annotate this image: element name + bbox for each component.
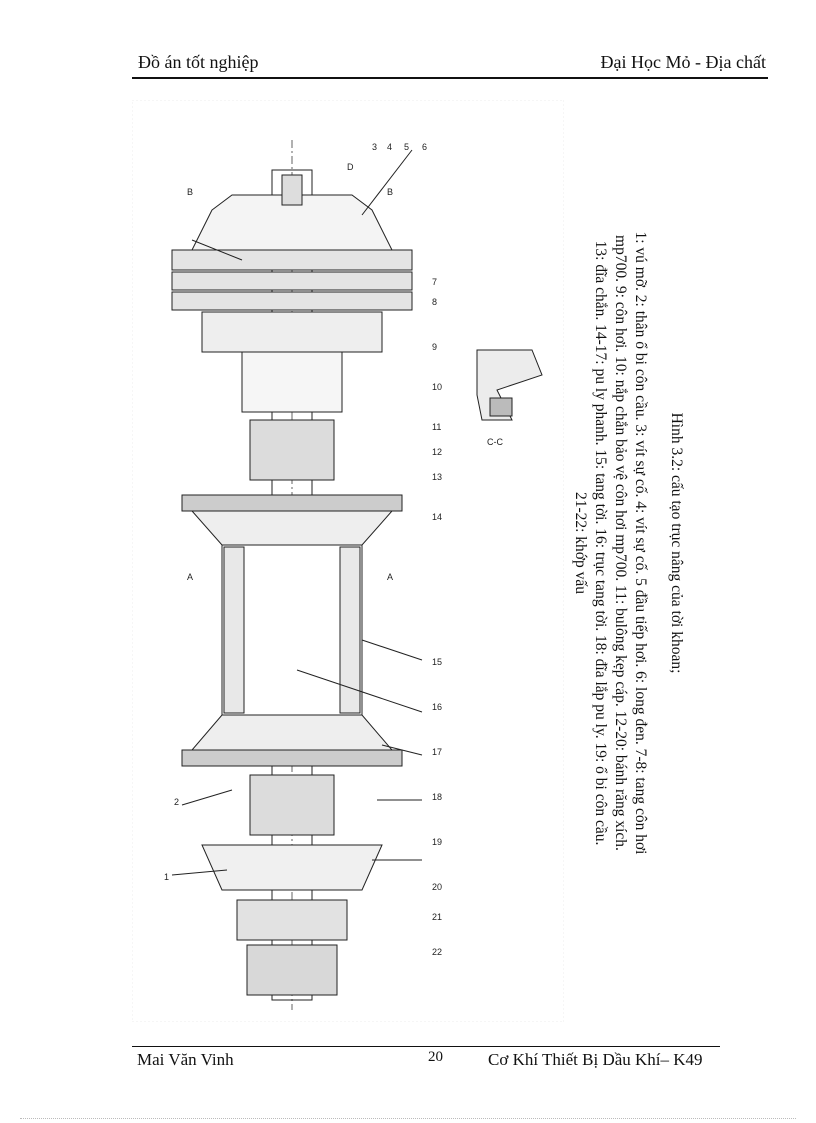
part-number: 14: [432, 512, 442, 522]
part-number: 17: [432, 747, 442, 757]
part-number: 22: [432, 947, 442, 957]
section-label: B: [387, 187, 393, 197]
part-number: 21: [432, 912, 442, 922]
part-number: 5: [404, 142, 409, 152]
header-right: Đại Học Mỏ - Địa chất: [600, 52, 766, 72]
section-label: A: [387, 572, 393, 582]
section-label: C-C: [487, 437, 503, 447]
footer-author: Mai Văn Vinh: [137, 1050, 234, 1069]
page-number: 20: [428, 1049, 443, 1065]
caption-line: 13: đĩa chắn. 14-17: pu ly phanh. 15: ta…: [592, 240, 609, 846]
part-number: 4: [387, 142, 392, 152]
caption-line: 21-22: khớp vấu: [572, 491, 589, 595]
part-number: 11: [432, 422, 441, 432]
part-number: 10: [432, 382, 442, 392]
header-left: Đồ án tốt nghiệp: [138, 52, 259, 72]
part-number: 12: [432, 447, 442, 457]
header-rule: [132, 77, 768, 79]
part-number: 1: [164, 872, 169, 882]
part-number: 19: [432, 837, 442, 847]
section-label: A: [187, 572, 193, 582]
caption-line: 1: vú mỡ. 2: thân ổ bi côn cầu. 3: vít s…: [632, 231, 649, 855]
section-label: D: [347, 162, 354, 172]
part-number: 9: [432, 342, 437, 352]
technical-drawing: 3 4 5 6 7 8 9 10 11 12 13 14 15 16 17 18…: [132, 100, 564, 1022]
part-number: 20: [432, 882, 442, 892]
part-number: 16: [432, 702, 442, 712]
part-number: 2: [174, 797, 179, 807]
part-number: 13: [432, 472, 442, 482]
part-number: 3: [372, 142, 377, 152]
part-number: 8: [432, 297, 437, 307]
footer-rule: [132, 1046, 720, 1047]
bottom-dotted-line: [20, 1118, 796, 1119]
section-label: B: [187, 187, 193, 197]
footer-course: Cơ Khí Thiết Bị Dầu Khí– K49: [488, 1050, 703, 1069]
part-number: 15: [432, 657, 442, 667]
caption-title: Hình 3.2: cấu tạo trục nâng của tời khoa…: [668, 412, 685, 674]
part-number: 18: [432, 792, 442, 802]
part-number: 7: [432, 277, 437, 287]
caption-line: mp700. 9: côn hơi. 10: nắp chắn bảo vệ c…: [612, 235, 629, 851]
part-number: 6: [422, 142, 427, 152]
